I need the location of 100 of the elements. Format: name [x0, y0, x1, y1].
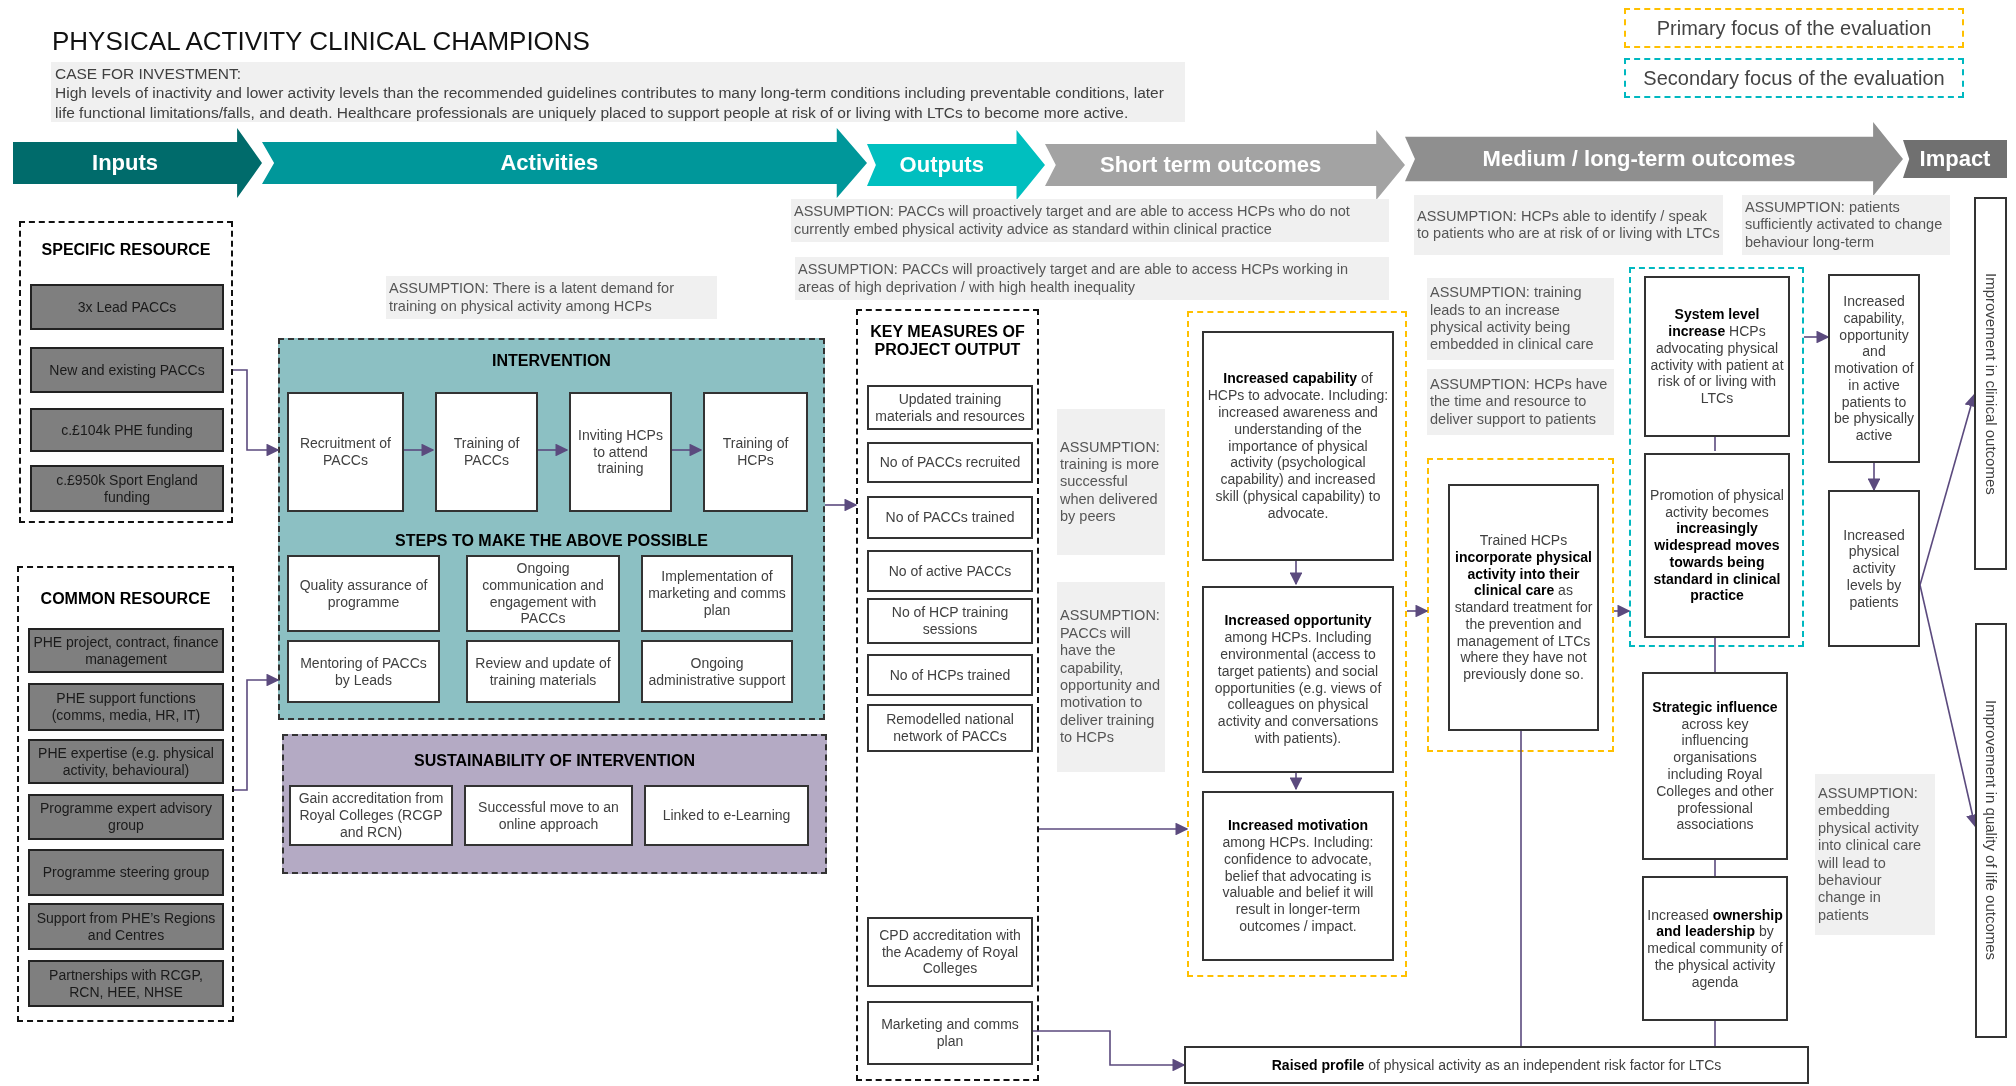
resource-box: [30, 408, 224, 452]
process-box: [867, 598, 1033, 644]
box-text: Trained HCPs incorporate physical activity into their clinical care as standard treatment for the prevention and management of LTCs where they have not previously done so.: [1453, 531, 1594, 684]
box-text: Ongoing communication and engagement with PACCs: [481, 559, 605, 628]
box-text: Successful move to an online approach: [477, 798, 620, 833]
legend-item: Primary focus of the evaluation: [1624, 8, 1964, 48]
connector-line: [1520, 728, 1522, 1047]
stage-header-banner: [1903, 140, 2007, 178]
process-box: [641, 555, 793, 632]
process-box: [287, 555, 440, 632]
process-box: [1828, 274, 1920, 463]
process-box: [287, 640, 440, 703]
stage-label: Outputs: [898, 152, 985, 178]
resource-box: [30, 465, 224, 512]
box-text: Review and update of training materials: [474, 654, 612, 689]
legend-item: Secondary focus of the evaluation: [1624, 58, 1964, 98]
resource-box: [28, 903, 224, 950]
box-text: CPD accreditation with the Academy of Royal Colleges: [878, 926, 1022, 978]
box-text: c.£950k Sport England funding: [55, 471, 199, 506]
group-heading: STEPS TO MAKE THE ABOVE POSSIBLE: [394, 532, 709, 550]
arrow: [233, 673, 280, 791]
arrow: [535, 443, 569, 457]
box-text: System level increase HCPs advocating physical activity with patient at risk of or living with LTCs: [1649, 306, 1785, 407]
box-text: PHE expertise (e.g. physical activity, behavioural): [37, 744, 215, 779]
box-text: New and existing PACCs: [49, 361, 205, 379]
box-text: Remodelled national network of PACCs: [885, 711, 1015, 745]
assumption-note: [791, 199, 1389, 242]
box-text: Support from PHE’s Regions and Centres: [35, 909, 217, 944]
assumption-text: ASSUMPTION: HCPs able to identify / speak to patients who are at risk of or living with LTCs: [1417, 207, 1720, 243]
box-text: c.£104k PHE funding: [61, 421, 193, 439]
arrow: [1613, 604, 1631, 618]
box-text: Marketing and comms plan: [880, 1016, 1020, 1050]
process-box: [1202, 586, 1394, 773]
stage-label: Inputs: [91, 150, 160, 176]
box-text: Recruitment of PACCs: [298, 435, 392, 469]
resource-box: [28, 849, 224, 896]
process-box: [867, 917, 1033, 987]
connector-line: [1714, 859, 1716, 877]
process-box: [466, 640, 620, 703]
box-text: Updated training materials and resources: [874, 390, 1026, 425]
box-text: Quality assurance of programme: [298, 576, 429, 611]
assumption-text: ASSUMPTION: training leads to an increase physical activity being embedded in clinical care: [1430, 284, 1595, 354]
box-text: No of PACCs recruited: [879, 454, 1021, 471]
process-box: [1184, 1046, 1809, 1084]
box-text: Programme steering group: [42, 864, 210, 881]
box-text: Increased physical activity levels by patients: [1842, 526, 1906, 611]
process-box: [1642, 876, 1788, 1021]
resource-box: [28, 794, 224, 840]
assumption-text: ASSUMPTION: training is more successful when delivered by peers: [1060, 438, 1161, 526]
arrow: [232, 369, 280, 457]
focus-frame: [1427, 458, 1614, 752]
process-box: [289, 785, 453, 846]
stage-label: Medium / long-term outcomes: [1481, 146, 1797, 172]
box-text: No of active PACCs: [888, 562, 1012, 580]
process-box: [1448, 484, 1599, 731]
group-frame: [856, 309, 1039, 1081]
arrow: [669, 443, 703, 457]
assumption-text: ASSUMPTION: patients sufficiently activated to change behaviour long-term: [1745, 198, 1944, 252]
resource-box: [28, 960, 224, 1007]
box-text: 3x Lead PACCs: [77, 298, 177, 316]
box-text: Inviting HCPs to attend training: [577, 426, 664, 478]
group-heading: SUSTAINABILITY OF INTERVENTION: [413, 752, 696, 770]
process-box: [287, 392, 404, 512]
group-frame: [278, 338, 825, 720]
box-text: Training of PACCs: [452, 435, 521, 469]
box-text: No of PACCs trained: [885, 509, 1015, 526]
diagram-title: PHYSICAL ACTIVITY CLINICAL CHAMPIONS: [52, 26, 590, 57]
process-box: [867, 704, 1033, 752]
process-box: [1644, 276, 1790, 437]
assumption-text: ASSUMPTION: PACCs will proactively target and are able to access HCPs who do not currently embed physical activity advice as standard within clinical practice: [794, 203, 1351, 238]
process-box: [703, 392, 808, 512]
resource-box: [28, 739, 224, 784]
group-frame: [19, 221, 233, 523]
group-heading: SPECIFIC RESOURCE: [40, 241, 212, 259]
process-box: [867, 654, 1033, 696]
group-heading: KEY MEASURES OF PROJECT OUTPUT: [869, 323, 1026, 359]
stage-label: Impact: [1918, 146, 1992, 172]
process-box: [1974, 197, 2007, 570]
resource-box: [28, 683, 224, 731]
process-box: [641, 640, 793, 703]
box-text: PHE project, contract, finance management: [33, 633, 219, 668]
process-box: [1202, 791, 1394, 961]
arrow: [1867, 462, 1881, 492]
process-box: [644, 785, 809, 846]
stage-header-banner: [867, 130, 1045, 200]
box-text: Increased ownership and leadership by medical community of the physical activity agenda: [1647, 906, 1783, 991]
box-text: Improvement in quality of life outcomes: [1982, 700, 2000, 961]
process-box: [867, 550, 1033, 592]
arrow: [1038, 822, 1189, 836]
process-box: [867, 385, 1033, 430]
process-box: [569, 392, 672, 512]
resource-box: [30, 284, 224, 330]
assumption-text: ASSUMPTION: HCPs have the time and resource to deliver support to patients: [1430, 375, 1609, 429]
box-text: Gain accreditation from Royal Colleges (RCGP and RCN): [297, 790, 445, 841]
box-text: Programme expert advisory group: [39, 800, 213, 834]
stage-label: Short term outcomes: [1098, 152, 1323, 178]
process-box: [867, 442, 1033, 483]
process-box: [435, 392, 538, 512]
process-box: [867, 1001, 1033, 1065]
stage-header-banner: [13, 128, 262, 198]
